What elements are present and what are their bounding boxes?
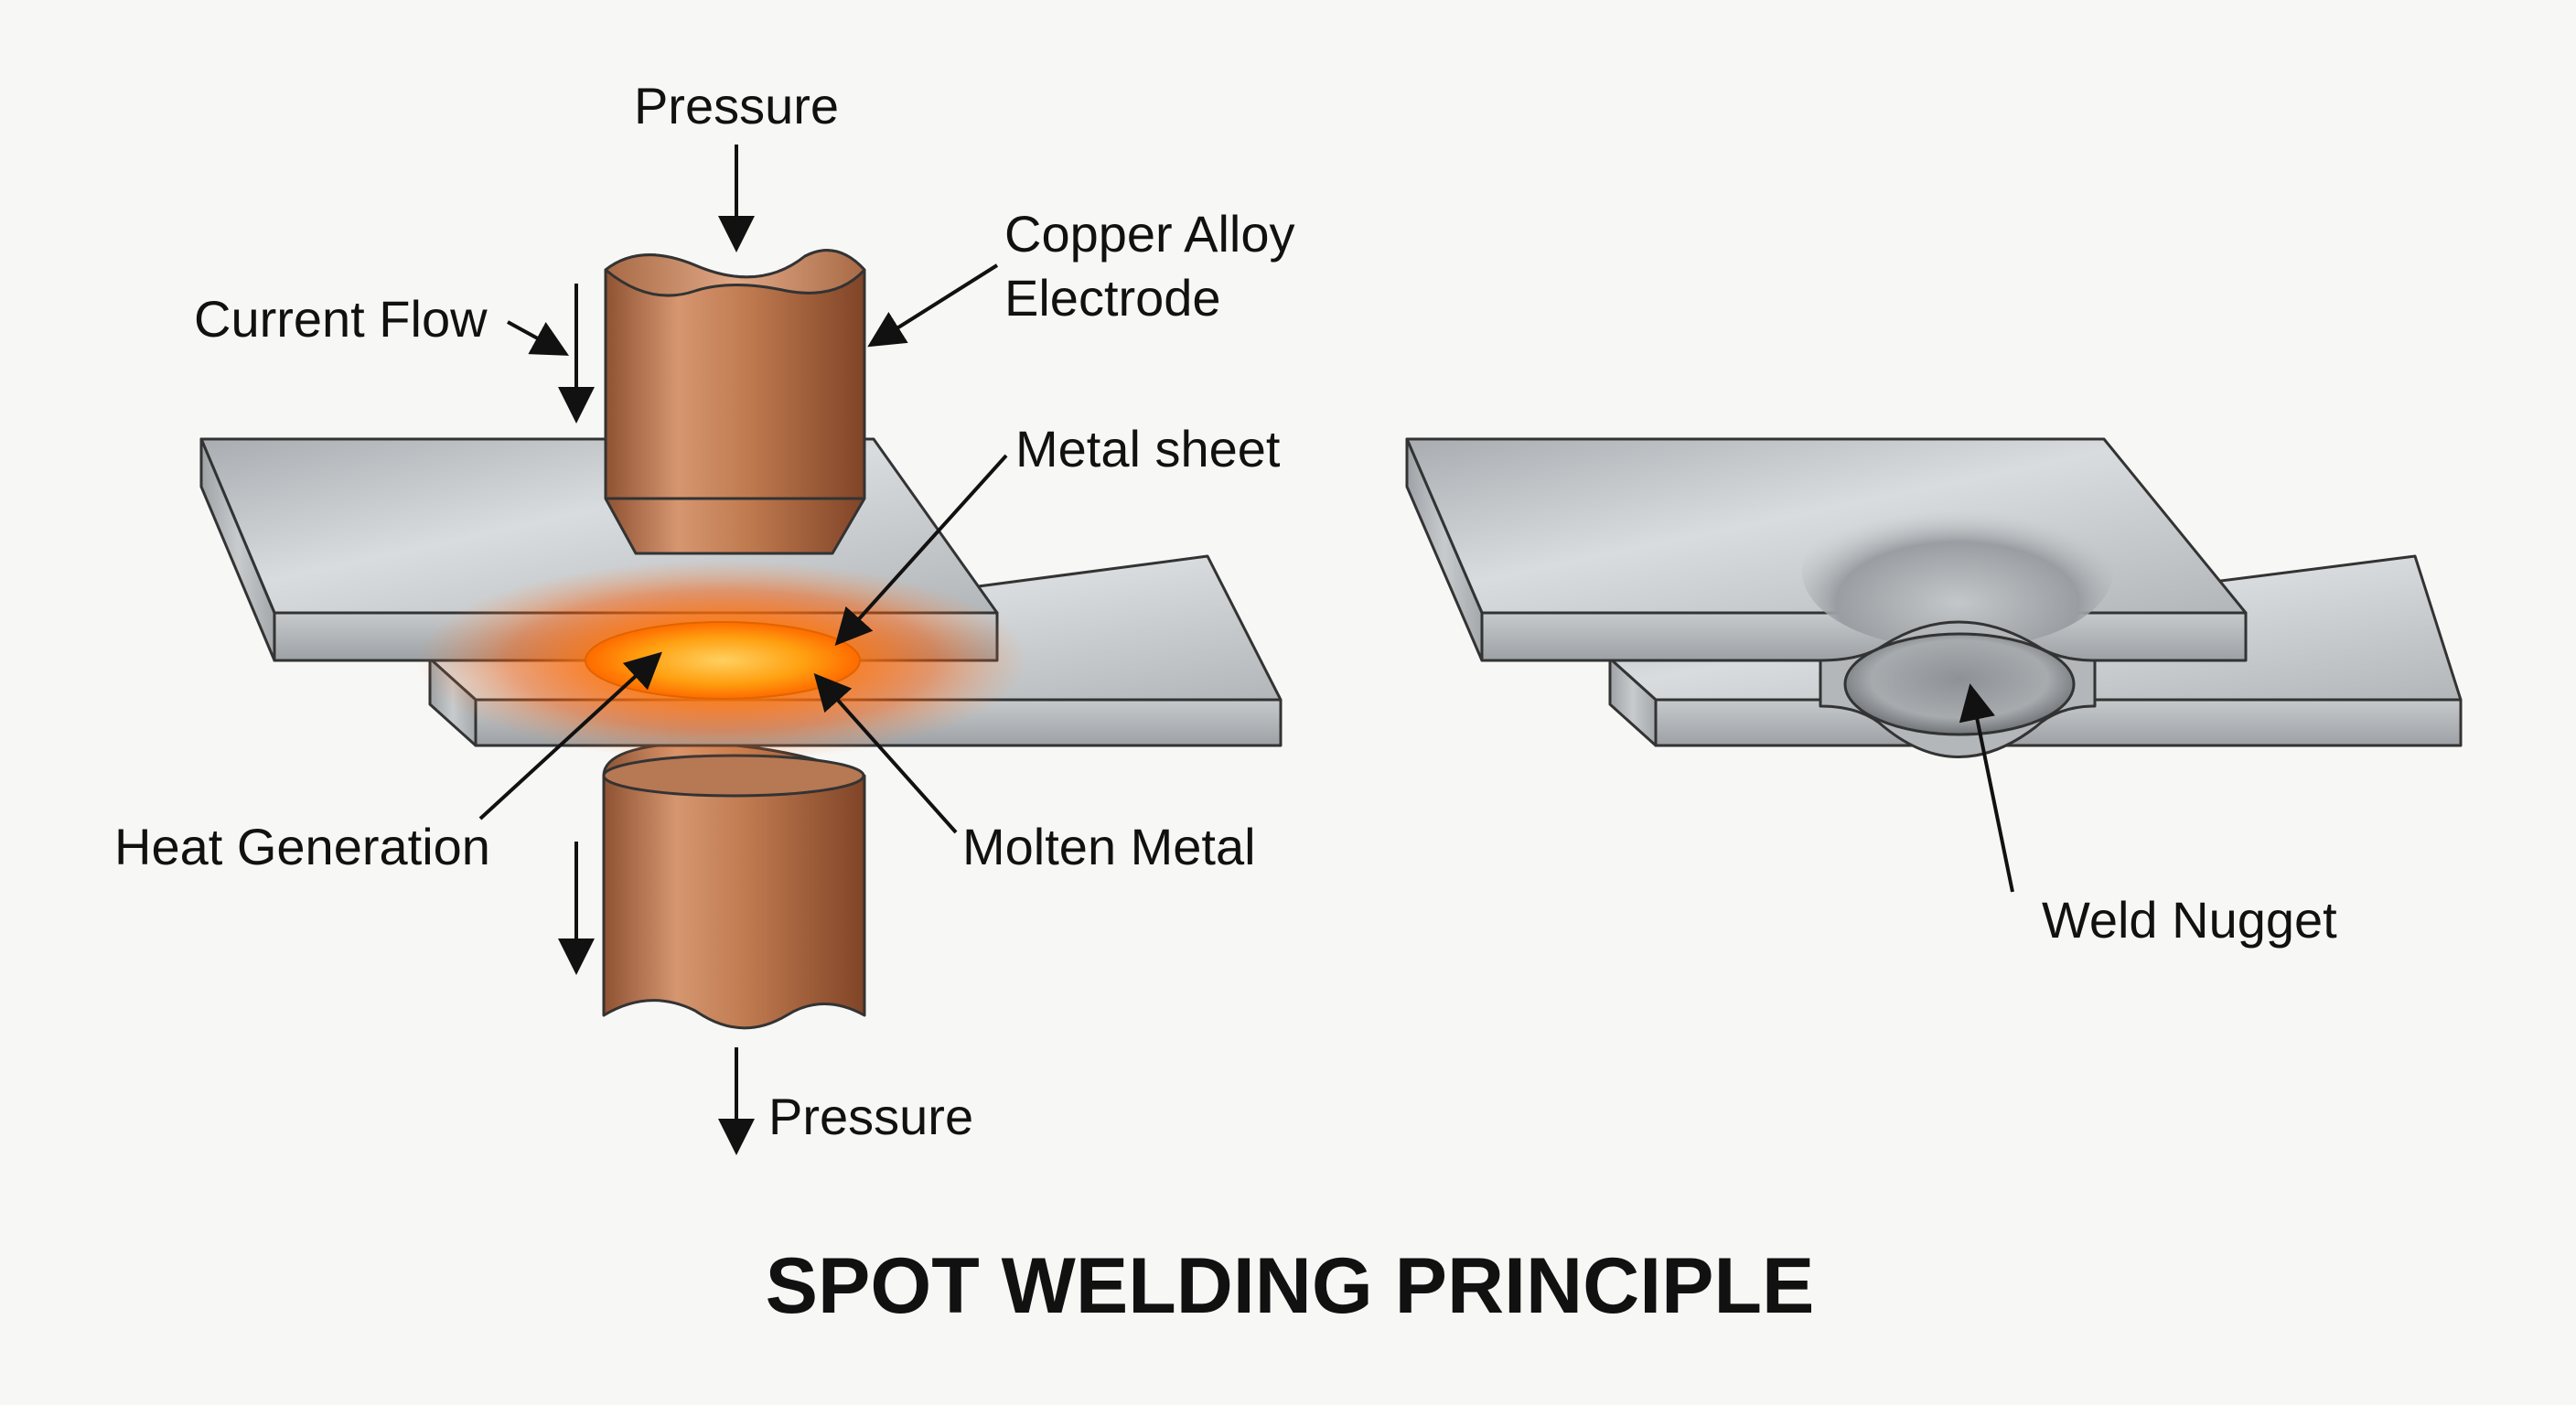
- weld-dimple: [1802, 494, 2113, 649]
- weld-upper-sheet: [1405, 437, 2248, 662]
- label-heat-generation: Heat Generation: [114, 818, 490, 875]
- upper-electrode: [604, 249, 866, 555]
- lower-electrode: [602, 741, 866, 1030]
- heat-generation-leader: [478, 651, 662, 820]
- molten-metal-core: [585, 621, 861, 700]
- electrode-leader: [867, 263, 999, 348]
- welding-process-illustration: Pressure Current Flow Copper Alloy Elect…: [114, 77, 1295, 1155]
- label-current-flow: Current Flow: [194, 290, 488, 348]
- label-molten-metal: Molten Metal: [962, 818, 1256, 875]
- label-metal-sheet: Metal sheet: [1015, 420, 1281, 477]
- weld-nugget-leader: [1959, 683, 2014, 893]
- metal-sheet-leader: [834, 454, 1008, 646]
- molten-metal-leader: [813, 673, 958, 834]
- current-flow-pointer: [507, 320, 570, 356]
- label-electrode-line2: Electrode: [1004, 269, 1221, 327]
- weld-nugget: [1843, 632, 2076, 736]
- label-pressure-top: Pressure: [634, 77, 839, 134]
- label-electrode-line1: Copper Alloy: [1004, 205, 1295, 263]
- finished-weld-illustration: Weld Nugget: [1405, 437, 2463, 949]
- label-pressure-bottom: Pressure: [768, 1088, 973, 1145]
- heat-zone: [416, 560, 1029, 761]
- diagram-title: SPOT WELDING PRINCIPLE: [766, 1242, 1815, 1330]
- label-weld-nugget: Weld Nugget: [2042, 891, 2337, 949]
